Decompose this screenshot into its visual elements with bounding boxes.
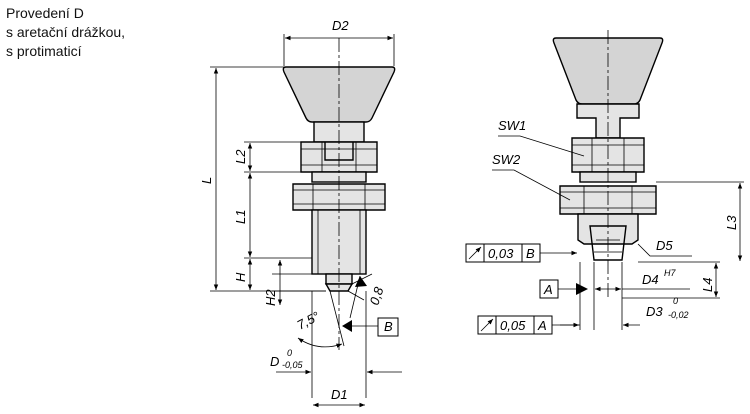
dim-D3-tol-lower: -0,02 xyxy=(668,310,689,320)
dim-D2-label: D2 xyxy=(332,18,349,33)
dim-H2-label: H2 xyxy=(263,289,278,306)
dim-L-label: L xyxy=(199,177,214,184)
dim-D-label: D xyxy=(270,354,279,369)
right-view: SW1 SW2 0,03 B D5 L3 L4 A D4 H7 xyxy=(465,30,744,335)
datum-A-label: A xyxy=(543,282,553,297)
dim-SW2-label: SW2 xyxy=(492,152,521,167)
dim-D4-label: D4 xyxy=(642,272,659,287)
dim-L2-label: L2 xyxy=(233,149,248,164)
dim-L3-label: L3 xyxy=(724,215,739,230)
dim-D5-label: D5 xyxy=(656,238,673,253)
dim-D1-label: D1 xyxy=(331,387,348,402)
dim-D-tol-lower: -0,05 xyxy=(282,360,304,370)
dim-L1-label: L1 xyxy=(233,210,248,224)
dim-angle-label: 7,5° xyxy=(294,308,322,332)
left-lock-nut xyxy=(292,183,386,211)
tol1-datum: B xyxy=(526,246,535,261)
dim-chamfer-label: 0,8 xyxy=(367,284,387,307)
tol2-value: 0,05 xyxy=(500,318,526,333)
caption-line-version: Provedení D xyxy=(6,5,84,21)
dim-L4-label: L4 xyxy=(700,278,715,292)
caption-line-locknut: s protimaticí xyxy=(6,43,82,59)
dim-H-label: H xyxy=(233,272,248,282)
tol2-datum: A xyxy=(537,318,547,333)
dim-SW1-label: SW1 xyxy=(498,118,526,133)
tol1-value: 0,03 xyxy=(488,246,514,261)
drawing-caption: Provedení D s aretační drážkou, s protim… xyxy=(6,4,125,61)
dim-D-tol-upper: 0 xyxy=(287,348,292,358)
dim-D4-fit: H7 xyxy=(664,268,676,278)
datum-B-frame xyxy=(377,317,399,337)
dim-D3-label: D3 xyxy=(646,304,663,319)
left-view: D2 L L2 L1 H H2 7,5° 0,8 B xyxy=(199,18,402,408)
dim-D3-tol-upper: 0 xyxy=(673,296,678,306)
right-bushing xyxy=(577,213,639,245)
caption-line-groove: s aretační drážkou, xyxy=(6,24,126,40)
datum-B-label: B xyxy=(384,319,393,334)
